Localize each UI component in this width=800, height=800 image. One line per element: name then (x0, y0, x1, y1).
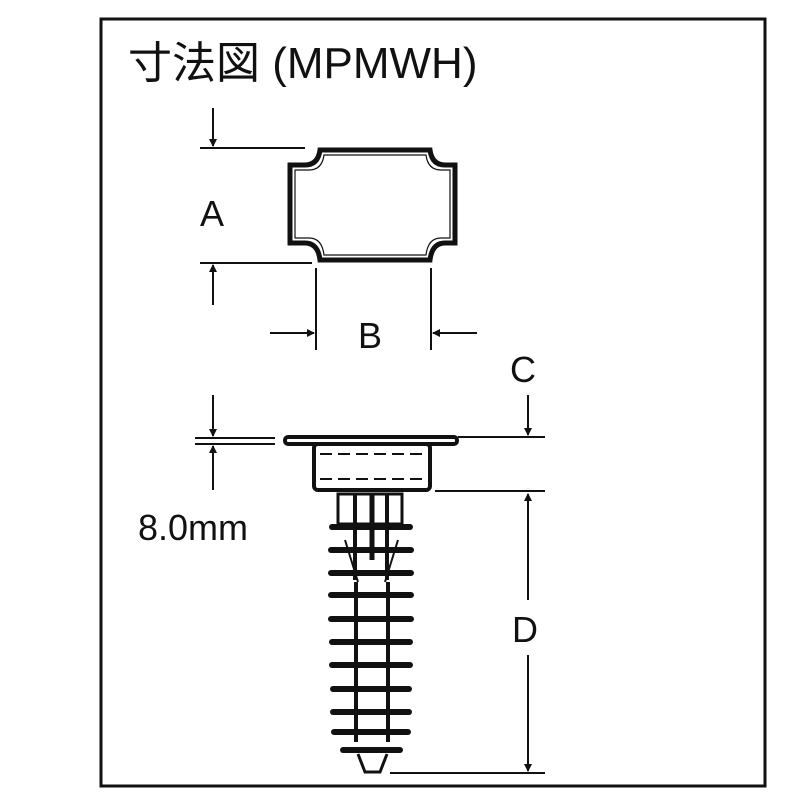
label-d: D (512, 609, 538, 650)
label-b: B (358, 315, 383, 356)
dimension-b (270, 268, 477, 350)
label-c: C (510, 349, 536, 390)
frame-border (99, 17, 767, 788)
top-view-outline (287, 147, 458, 263)
dimension-d (390, 493, 545, 774)
label-a: A (200, 193, 225, 234)
label-thickness: 8.0mm (138, 507, 249, 548)
side-view-fastener (283, 435, 459, 774)
page-title: 寸法図 (MPMWH) (128, 39, 478, 88)
dimension-a (200, 108, 312, 305)
dimension-c (435, 395, 545, 492)
dimension-thickness (195, 395, 275, 490)
